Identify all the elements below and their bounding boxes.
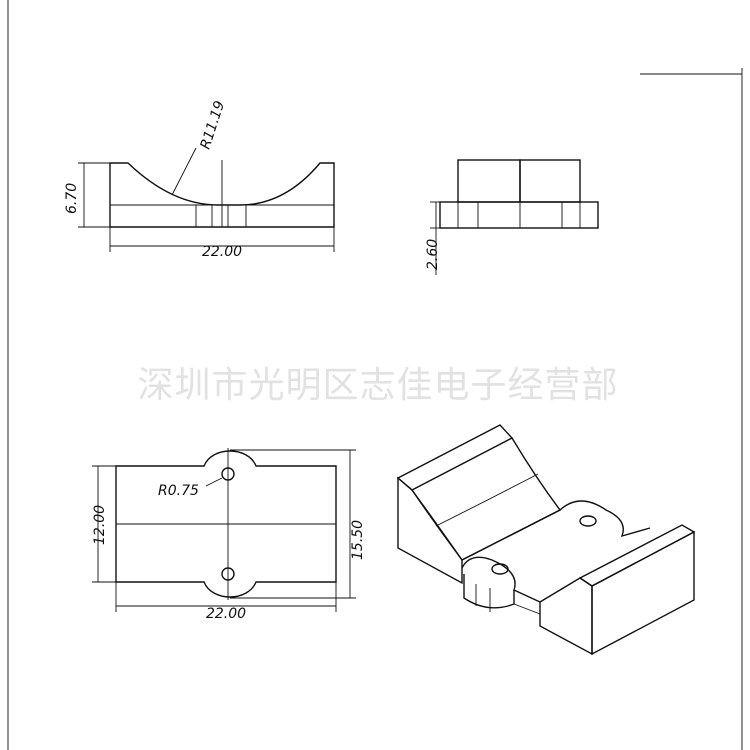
top-mounting-hole xyxy=(221,467,235,481)
iso-left-riser-front xyxy=(397,476,463,585)
iso-top-hole xyxy=(579,515,597,527)
radius-dim-label: R11.19 xyxy=(198,99,229,151)
height-dim-label: 6.70 xyxy=(64,183,80,214)
top-view: R0.75 12.00 15.50 22.00 xyxy=(92,448,366,622)
front-view: R11.19 6.70 22.00 xyxy=(64,99,335,260)
top-width-dim-label: 22.00 xyxy=(206,606,246,622)
side-height-dim-label: 2.60 xyxy=(425,239,441,270)
bottom-mounting-hole xyxy=(221,567,235,581)
iso-right-block-top xyxy=(578,524,696,587)
isometric-view xyxy=(396,424,696,656)
top-height-dim-label: 12.00 xyxy=(92,505,108,545)
hole-dim-leader xyxy=(205,477,223,487)
side-view-top-block-right xyxy=(519,159,581,203)
iso-right-block-side xyxy=(591,530,695,656)
overall-dim-label: 15.50 xyxy=(350,520,366,560)
iso-floor-far-edge xyxy=(461,500,651,561)
iso-front-hole xyxy=(491,563,509,575)
iso-saddle-edge xyxy=(435,473,539,527)
side-view-top-block-left xyxy=(457,159,521,203)
iso-front-lug xyxy=(461,556,541,603)
width-dim-label: 22.00 xyxy=(202,244,242,260)
watermark-text: 深圳市光明区志佳电子经营部 xyxy=(137,365,618,406)
iso-right-block-front xyxy=(539,577,593,656)
side-view-base xyxy=(439,201,599,229)
iso-base-edge xyxy=(513,603,541,615)
radius-leader xyxy=(171,147,197,196)
side-view: 2.60 xyxy=(425,159,599,275)
iso-left-riser-top xyxy=(396,424,514,491)
hole-dim-label: R0.75 xyxy=(158,483,199,499)
iso-lug-thickness xyxy=(463,574,515,609)
iso-saddle-surface xyxy=(411,437,562,561)
